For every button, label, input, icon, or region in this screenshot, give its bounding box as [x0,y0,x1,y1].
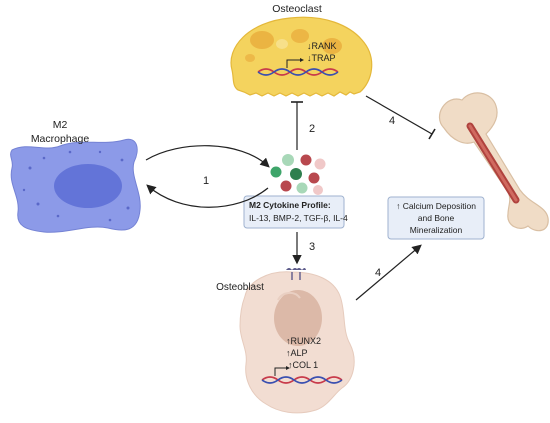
osteoclast-marker-rank: ↓RANK [307,41,337,51]
step4-lower-label: 4 [375,267,381,279]
macrophage-label-line2: Macrophage [31,133,90,145]
osteoclast-dna-icon [257,68,339,76]
osteoblast-dna-icon [261,376,343,384]
outcome-line2: and Bone [418,213,455,223]
osteoblast-marker-col1: ↑COL 1 [288,360,318,370]
step4-inhibit-line [365,95,433,135]
cytokine-cluster-icon [270,154,326,195]
osteoblast-promoter-arrow-icon [274,367,286,376]
cytokine-profile-box: M2 Cytokine Profile: IL-13, BMP-2, TGF-β… [243,195,348,229]
osteoblast-marker-runx2: ↑RUNX2 [286,336,321,346]
osteoblast-marker-alp: ↑ALP [286,348,308,358]
bone-icon [438,92,549,232]
osteoblast-cell: ↑RUNX2 ↑ALP ↑COL 1 [239,268,355,414]
step1-label: 1 [203,175,209,187]
cytokine-profile-title: M2 Cytokine Profile: [249,200,331,210]
macrophage-cell [10,138,141,233]
osteoclast-promoter-arrow-icon [286,59,300,68]
osteoclast-marker-trap: ↓TRAP [307,53,336,63]
step1-arrow-back [146,184,269,208]
outcome-line1: ↑ Calcium Deposition [396,201,476,211]
step1-arrow-out [145,145,270,168]
macrophage-label-line1: M2 [53,119,68,131]
osteoblast-label: Osteoblast [216,282,264,293]
step4-arrow [355,244,422,301]
step2-label: 2 [309,123,315,135]
osteoclast-cell: ↓RANK ↓TRAP [230,16,373,97]
outcome-line3: Mineralization [410,225,463,235]
outcome-box: ↑ Calcium Deposition and Bone Mineraliza… [387,196,485,240]
osteoblast-receptor-icon [286,268,306,280]
step4-upper-label: 4 [389,115,395,127]
cytokine-profile-items: IL-13, BMP-2, TGF-β, IL-4 [249,213,348,223]
step4-inhibit-bar [428,128,436,140]
step3-label: 3 [309,241,315,253]
osteoclast-label: Osteoclast [272,3,322,15]
